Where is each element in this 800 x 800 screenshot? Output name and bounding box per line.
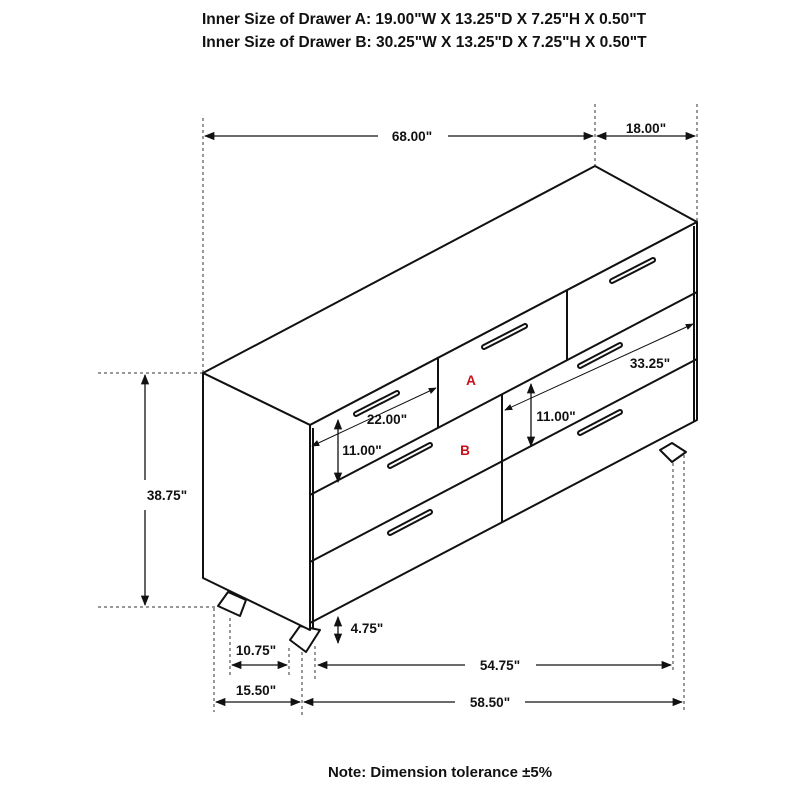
dresser-feet [217, 442, 687, 653]
drawer-b-inner-size: Inner Size of Drawer B: 30.25"W X 13.25"… [202, 34, 647, 51]
front-leg-inner-label: 54.75" [480, 658, 520, 673]
front-left-foot [289, 625, 321, 653]
drawer-a-height-label: 11.00" [342, 443, 381, 458]
front-leg-outer-label: 58.50" [470, 695, 510, 710]
height-label: 38.75" [147, 488, 187, 503]
drawer-a-label: A [466, 373, 476, 388]
drawer-a-width-label: 22.00" [367, 412, 407, 427]
side-leg-outer-label: 15.50" [236, 683, 276, 698]
right-foot [659, 442, 687, 463]
tolerance-note: Note: Dimension tolerance ±5% [327, 764, 553, 781]
drawer-b-label: B [460, 443, 470, 458]
dimension-arrows [140, 131, 697, 707]
depth-label: 18.00" [626, 121, 666, 136]
width-label: 68.00" [392, 129, 432, 144]
extension-lines [98, 104, 698, 716]
leg-height-label: 4.75" [351, 621, 384, 636]
side-face [202, 372, 311, 631]
side-leg-inner-label: 10.75" [236, 643, 276, 658]
drawer-b-height-label: 11.00" [536, 409, 575, 424]
drawer-a-inner-size: Inner Size of Drawer A: 19.00"W X 13.25"… [202, 11, 647, 28]
dresser-body [202, 165, 698, 631]
drawer-b-width-label: 33.25" [630, 356, 670, 371]
